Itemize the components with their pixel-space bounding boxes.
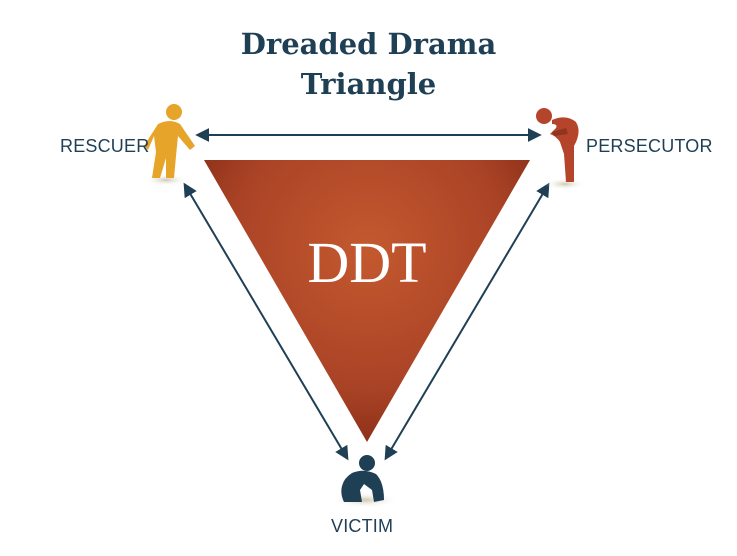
arrow-rescuer-victim — [183, 182, 349, 461]
victim-label: VICTIM — [331, 516, 394, 536]
persecutor-label: PERSECUTOR — [586, 136, 713, 156]
victim-figure-icon — [331, 455, 399, 508]
diagram-title-line-1: Dreaded Drama — [240, 27, 497, 61]
diagram-title-line-2: Triangle — [300, 67, 437, 101]
center-label: DDT — [307, 230, 426, 295]
rescuer-figure-icon — [144, 104, 195, 186]
persecutor-figure-icon — [536, 108, 585, 190]
rescuer-label: RESCUER — [60, 136, 150, 156]
arrow-persecutor-victim — [384, 182, 550, 461]
